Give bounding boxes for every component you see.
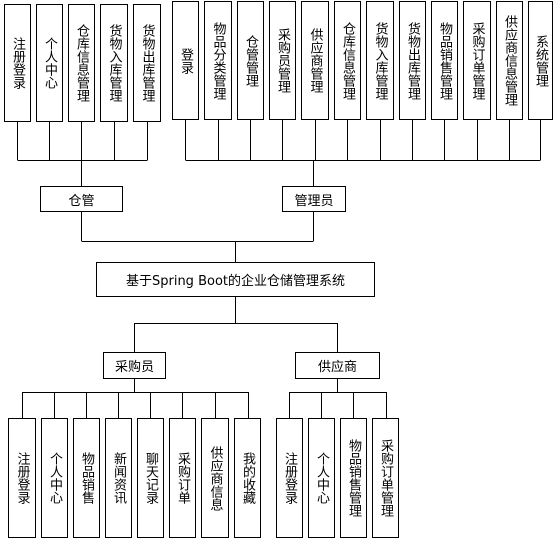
function-node: 仓管管理	[237, 1, 264, 120]
function-label: 个人中心	[42, 37, 57, 89]
function-label: 供应商信息管理	[502, 15, 517, 106]
function-label: 个人中心	[314, 452, 329, 504]
function-node: 采购员管理	[269, 1, 296, 120]
function-label: 注册登录	[282, 452, 297, 504]
function-label: 采购订单管理	[469, 21, 485, 100]
role-label-warehouse: 仓管	[68, 193, 95, 209]
role-label-purchaser: 采购员	[114, 360, 154, 375]
function-node: 系统管理	[528, 1, 553, 120]
role-node-supplier: 供应商	[295, 352, 380, 379]
function-label: 注册登录	[14, 452, 30, 504]
function-node: 物品销售管理	[431, 1, 458, 120]
function-node: 仓库信息管理	[334, 1, 361, 120]
function-label: 采购订单	[175, 452, 190, 504]
function-label: 登录	[178, 47, 193, 74]
function-node: 物品分类管理	[204, 1, 232, 120]
function-label: 货物入库管理	[106, 24, 122, 102]
function-label: 物品销售管理	[346, 439, 361, 517]
function-label: 货物入库管理	[372, 21, 388, 100]
function-node: 聊天记录	[137, 418, 164, 538]
function-node: 登录	[172, 1, 199, 120]
function-label: 货物出库管理	[405, 21, 420, 100]
role-node-purchaser: 采购员	[103, 352, 166, 379]
role-label-supplier: 供应商	[317, 360, 357, 375]
function-label: 聊天记录	[143, 452, 158, 504]
function-label: 仓管管理	[243, 34, 258, 87]
function-node: 新闻资讯	[105, 418, 132, 538]
function-node: 个人中心	[36, 4, 63, 122]
role-label-admin: 管理员	[294, 193, 334, 209]
function-node: 物品销售	[73, 418, 100, 538]
function-label: 新闻资讯	[111, 452, 126, 504]
function-label: 个人中心	[47, 452, 62, 504]
function-label: 系统管理	[533, 34, 548, 87]
function-label: 供应商信息	[207, 445, 223, 511]
root-node: 基于Spring Boot的企业仓储管理系统	[96, 262, 375, 297]
function-node: 个人中心	[308, 418, 335, 538]
function-label: 物品销售	[79, 452, 94, 504]
function-node: 采购订单	[169, 418, 196, 538]
function-node: 货物出库管理	[133, 4, 161, 122]
function-label: 仓库信息管理	[340, 21, 355, 100]
function-node: 采购订单管理	[463, 1, 491, 120]
function-node: 供应商信息管理	[496, 1, 523, 120]
function-label: 我的收藏	[240, 452, 255, 504]
role-node-admin: 管理员	[282, 186, 346, 212]
role-node-warehouse: 仓管	[40, 186, 123, 212]
function-label: 物品销售管理	[437, 21, 452, 100]
function-node: 仓库信息管理	[68, 4, 95, 122]
function-node: 物品销售管理	[340, 418, 367, 538]
function-node: 供应商信息	[201, 418, 229, 538]
function-node: 注册登录	[8, 418, 36, 538]
function-node: 货物出库管理	[399, 1, 426, 120]
function-node: 我的收藏	[234, 418, 261, 538]
function-label: 采购员管理	[275, 28, 290, 93]
function-node: 货物入库管理	[366, 1, 394, 120]
function-node: 注册登录	[276, 418, 303, 538]
function-label: 采购订单管理	[378, 439, 393, 517]
function-node: 供应商管理	[301, 1, 329, 120]
function-label: 仓库信息管理	[74, 24, 89, 102]
function-node: 注册登录	[4, 4, 31, 122]
function-node: 货物入库管理	[100, 4, 128, 122]
function-label: 货物出库管理	[139, 24, 155, 102]
root-label: 基于Spring Boot的企业仓储管理系统	[125, 274, 345, 289]
function-node: 采购订单管理	[372, 418, 399, 538]
function-label: 供应商管理	[307, 28, 323, 93]
function-label: 物品分类管理	[210, 21, 226, 100]
function-label: 注册登录	[10, 37, 25, 89]
function-node: 个人中心	[41, 418, 68, 538]
